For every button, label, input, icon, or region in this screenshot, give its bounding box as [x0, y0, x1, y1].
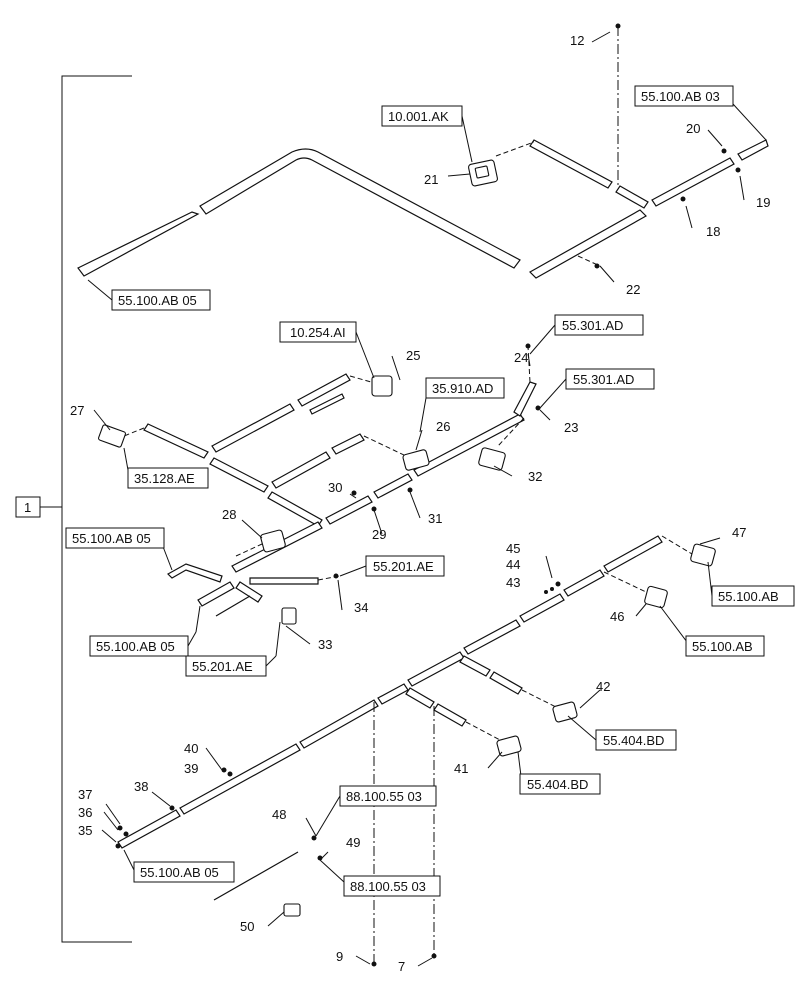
item-32: 32 — [528, 469, 542, 484]
svg-text:55.100.AB 05: 55.100.AB 05 — [96, 639, 175, 654]
item-22: 22 — [626, 282, 640, 297]
ref-box-55-100-ab-05-low: 55.100.AB 05 — [89, 631, 197, 657]
assembly-bracket: 1 — [15, 75, 132, 943]
connector-33-icon — [281, 607, 297, 625]
item-23: 23 — [564, 420, 578, 435]
item-49: 49 — [346, 835, 360, 850]
item-19: 19 — [756, 195, 770, 210]
item-21: 21 — [424, 172, 438, 187]
svg-text:10.001.AK: 10.001.AK — [388, 109, 449, 124]
item-43: 43 — [506, 575, 520, 590]
item-35: 35 — [78, 823, 92, 838]
svg-text:55.100.AB: 55.100.AB — [718, 589, 779, 604]
ref-box-10-254-ai: 10.254.AI — [279, 321, 375, 379]
item-39: 39 — [184, 761, 198, 776]
ref-box-88-100-55-03-a: 88.100.55 03 — [339, 785, 437, 807]
svg-text:55.100.AB 05: 55.100.AB 05 — [118, 293, 197, 308]
svg-text:35.128.AE: 35.128.AE — [134, 471, 195, 486]
reference-boxes: 55.100.AB 03 10.001.AK 55.100.AB 05 10.2… — [65, 85, 795, 897]
ref-box-55-201-ae-a: 55.201.AE — [339, 555, 445, 577]
connector-32-icon — [478, 447, 506, 471]
item-33: 33 — [318, 637, 332, 652]
svg-text:35.910.AD: 35.910.AD — [432, 381, 493, 396]
svg-text:55.201.AE: 55.201.AE — [192, 659, 253, 674]
item-26: 26 — [436, 419, 450, 434]
connector-21-icon — [468, 159, 498, 187]
item-38: 38 — [134, 779, 148, 794]
connector-28-icon — [260, 529, 286, 553]
item-7: 7 — [398, 959, 405, 974]
item-12: 12 — [570, 33, 584, 48]
item-1-label: 1 — [24, 500, 31, 515]
ref-box-88-100-55-03-b: 88.100.55 03 — [343, 875, 441, 897]
item-37: 37 — [78, 787, 92, 802]
item-30: 30 — [328, 480, 342, 495]
item-44: 44 — [506, 557, 520, 572]
svg-text:55.201.AE: 55.201.AE — [373, 559, 434, 574]
item-18: 18 — [706, 224, 720, 239]
svg-text:55.404.BD: 55.404.BD — [603, 733, 664, 748]
item-25: 25 — [406, 348, 420, 363]
connector-42-icon — [552, 701, 578, 723]
bottom-harness — [115, 535, 716, 967]
ref-box-55-301-ad-a: 55.301.AD — [529, 314, 644, 355]
connector-50-icon — [283, 903, 301, 917]
leader-lines — [87, 31, 745, 967]
item-50: 50 — [240, 919, 254, 934]
svg-text:55.100.AB 05: 55.100.AB 05 — [72, 531, 151, 546]
item-45: 45 — [506, 541, 520, 556]
svg-text:55.100.AB 05: 55.100.AB 05 — [140, 865, 219, 880]
item-numbers: 12 20 19 18 21 22 25 24 23 26 27 32 30 3… — [70, 33, 770, 974]
connector-27-icon — [98, 424, 126, 448]
connector-41-icon — [496, 735, 522, 757]
item-24: 24 — [514, 350, 528, 365]
item-40: 40 — [184, 741, 198, 756]
item-1-box — [15, 496, 41, 518]
svg-text:88.100.55 03: 88.100.55 03 — [350, 879, 426, 894]
ref-box-55-100-ab-05-bottom: 55.100.AB 05 — [133, 861, 235, 883]
ref-box-55-201-ae-b: 55.201.AE — [185, 655, 277, 677]
svg-text:55.301.AD: 55.301.AD — [562, 318, 623, 333]
connector-46-icon — [644, 585, 668, 609]
connector-25-icon — [371, 375, 393, 397]
svg-text:10.254.AI: 10.254.AI — [290, 325, 346, 340]
item-41: 41 — [454, 761, 468, 776]
item-9: 9 — [336, 949, 343, 964]
item-28: 28 — [222, 507, 236, 522]
item-36: 36 — [78, 805, 92, 820]
ref-box-55-100-ab-03-top: 55.100.AB 03 — [634, 85, 767, 141]
ref-box-35-128-ae: 35.128.AE — [127, 467, 209, 489]
svg-text:55.404.BD: 55.404.BD — [527, 777, 588, 792]
item-46: 46 — [610, 609, 624, 624]
top-harness — [77, 23, 769, 279]
item-29: 29 — [372, 527, 386, 542]
connector-26-icon — [402, 449, 430, 471]
svg-text:55.100.AB: 55.100.AB — [692, 639, 753, 654]
item-31: 31 — [428, 511, 442, 526]
item-47: 47 — [732, 525, 746, 540]
item-27: 27 — [70, 403, 84, 418]
ref-box-55-100-ab-a: 55.100.AB — [707, 561, 795, 607]
middle-harness — [98, 343, 541, 625]
ref-box-55-301-ad-b: 55.301.AD — [539, 368, 655, 409]
connector-47-icon — [690, 543, 716, 567]
item-20: 20 — [686, 121, 700, 136]
ref-box-55-100-ab-b: 55.100.AB — [685, 635, 765, 657]
item-42: 42 — [596, 679, 610, 694]
item-48: 48 — [272, 807, 286, 822]
ref-box-35-910-ad: 35.910.AD — [419, 377, 505, 433]
ref-box-55-404-bd-b: 55.404.BD — [519, 773, 601, 795]
item-34: 34 — [354, 600, 368, 615]
svg-text:55.100.AB 03: 55.100.AB 03 — [641, 89, 720, 104]
svg-text:88.100.55 03: 88.100.55 03 — [346, 789, 422, 804]
ref-box-55-100-ab-05-top: 55.100.AB 05 — [111, 289, 211, 311]
ref-box-10-001-ak: 10.001.AK — [381, 105, 473, 163]
svg-text:55.301.AD: 55.301.AD — [573, 372, 634, 387]
ref-box-55-100-ab-05-mid: 55.100.AB 05 — [65, 527, 165, 549]
ref-box-55-404-bd-a: 55.404.BD — [595, 729, 677, 751]
